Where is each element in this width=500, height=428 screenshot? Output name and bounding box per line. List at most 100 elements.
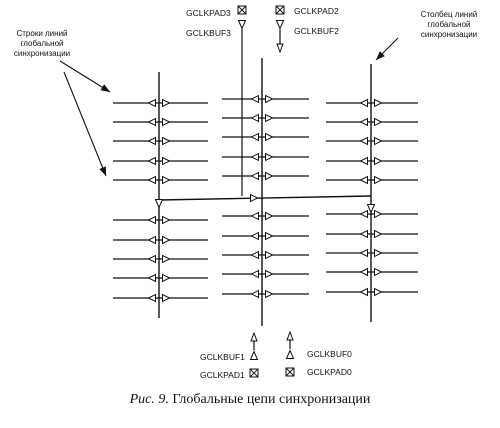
row-top-2-3-buffer-left — [359, 156, 368, 166]
row-top-0-4-buffer-right — [162, 175, 171, 185]
row-top-0-2-buffer-right — [162, 136, 171, 146]
row-bottom-1-2-buffer-left — [250, 250, 259, 260]
row-bottom-0-1-buffer-left — [147, 235, 156, 245]
row-top-1-1-buffer-right — [265, 113, 274, 123]
row-bottom-1-4-buffer-left — [250, 289, 259, 299]
row-bottom-0-1-buffer-right — [162, 235, 171, 245]
row-top-1-4-buffer-right — [265, 171, 274, 181]
rows-pointer-upper-head — [100, 84, 110, 92]
annotation-rows: Строки линий глобальной синхронизации — [2, 29, 82, 59]
row-bottom-2-0-buffer-right — [374, 209, 383, 219]
row-bottom-0-3-buffer-right — [162, 273, 171, 283]
annotation-column-line-1: Столбец линий — [420, 10, 478, 19]
row-top-0-0-buffer-left — [147, 98, 156, 108]
row-bottom-0-4-buffer-left — [147, 293, 156, 303]
row-top-2-0-buffer-right — [374, 98, 383, 108]
gclkpad1-pad-icon-cross-b — [249, 368, 259, 378]
row-bottom-2-2-buffer-right — [374, 248, 383, 258]
row-top-2-3-buffer-right — [374, 156, 383, 166]
row-bottom-1-4-buffer-right — [265, 289, 274, 299]
label-gclkpad2: GCLKPAD2 — [294, 6, 339, 16]
label-gclkbuf3: GCLKBUF3 — [186, 28, 231, 38]
row-top-2-1-buffer-left — [359, 117, 368, 127]
row-bottom-2-4-buffer-left — [359, 287, 368, 297]
backbone-line — [158, 195, 372, 201]
row-bottom-2-1-buffer-right — [374, 229, 383, 239]
row-bottom-1-1-buffer-right — [265, 231, 274, 241]
gclk2-arrow-icon — [276, 43, 284, 54]
annotation-rows-line-3: синхронизации — [13, 49, 71, 58]
gclkpad0-pad-icon-cross-b — [285, 367, 295, 377]
row-top-0-3-buffer-left — [147, 156, 156, 166]
row-top-1-2-buffer-right — [265, 132, 274, 142]
label-gclkbuf0: GCLKBUF0 — [307, 349, 352, 359]
row-top-1-0-buffer-right — [265, 94, 274, 104]
column-pointer-head — [376, 51, 385, 60]
row-bottom-1-2-buffer-right — [265, 250, 274, 260]
gclkpad2-pad-icon-cross-b — [275, 5, 285, 15]
backbone-buffer-left — [154, 199, 164, 209]
row-bottom-0-4-buffer-right — [162, 293, 171, 303]
row-bottom-2-3-buffer-left — [359, 267, 368, 277]
row-bottom-2-1-buffer-left — [359, 229, 368, 239]
annotation-column: Столбец линий глобальной синхронизации — [404, 10, 494, 40]
row-top-2-0-buffer-left — [359, 98, 368, 108]
annotation-column-line-2: глобальной — [427, 20, 471, 29]
gclkbuf2-buffer-icon — [275, 20, 285, 30]
caption-text: Глобальные цепи синхронизации — [172, 392, 371, 407]
gclkpad3-pad-icon-cross-b — [237, 5, 247, 15]
row-bottom-1-1-buffer-left — [250, 231, 259, 241]
row-bottom-2-3-buffer-right — [374, 267, 383, 277]
row-bottom-1-3-buffer-right — [265, 269, 274, 279]
row-top-2-1-buffer-right — [374, 117, 383, 127]
row-bottom-0-2-buffer-right — [162, 254, 171, 264]
rows-pointer-upper — [59, 60, 111, 93]
row-top-1-0-buffer-left — [250, 94, 259, 104]
row-top-1-3-buffer-left — [250, 152, 259, 162]
row-top-1-2-buffer-left — [250, 132, 259, 142]
label-gclkpad3: GCLKPAD3 — [186, 8, 231, 18]
row-bottom-0-0-buffer-left — [147, 215, 156, 225]
row-bottom-2-4-buffer-right — [374, 287, 383, 297]
annotation-rows-line-2: глобальной — [20, 39, 64, 48]
annotation-rows-line-1: Строки линий — [16, 29, 68, 38]
row-bottom-1-0-buffer-right — [265, 211, 274, 221]
gclkbuf1-buffer-icon — [249, 350, 259, 360]
backbone-buffer-right — [366, 204, 376, 214]
caption-prefix: Рис. 9. — [129, 392, 169, 407]
label-gclkpad0: GCLKPAD0 — [307, 367, 352, 377]
row-top-0-4-buffer-left — [147, 175, 156, 185]
label-gclkbuf2: GCLKBUF2 — [294, 26, 339, 36]
row-top-1-4-buffer-left — [250, 171, 259, 181]
label-gclkpad1: GCLKPAD1 — [200, 370, 245, 380]
gclkbuf0-buffer-icon — [285, 349, 295, 359]
rows-pointer-lower — [63, 71, 107, 177]
row-top-0-0-buffer-right — [162, 98, 171, 108]
row-bottom-0-2-buffer-left — [147, 254, 156, 264]
row-bottom-1-0-buffer-left — [250, 211, 259, 221]
row-top-0-2-buffer-left — [147, 136, 156, 146]
backbone-buffer-center — [250, 193, 259, 203]
gclkbuf3-buffer-icon — [237, 20, 247, 30]
row-bottom-0-3-buffer-left — [147, 273, 156, 283]
row-top-1-3-buffer-right — [265, 152, 274, 162]
row-top-0-1-buffer-right — [162, 117, 171, 127]
row-top-0-3-buffer-right — [162, 156, 171, 166]
label-gclkbuf1: GCLKBUF1 — [200, 352, 245, 362]
row-top-2-4-buffer-left — [359, 175, 368, 185]
figure-caption: Рис. 9. Глобальные цепи синхронизации — [0, 392, 500, 408]
row-bottom-0-0-buffer-right — [162, 215, 171, 225]
row-top-2-4-buffer-right — [374, 175, 383, 185]
row-bottom-2-0-buffer-left — [359, 209, 368, 219]
row-top-2-2-buffer-right — [374, 136, 383, 146]
row-top-1-1-buffer-left — [250, 113, 259, 123]
rows-pointer-lower-head — [99, 166, 106, 176]
row-bottom-2-2-buffer-left — [359, 248, 368, 258]
row-bottom-1-3-buffer-left — [250, 269, 259, 279]
gclk1-arrow-icon — [250, 331, 258, 342]
gclk0-arrow-icon — [286, 330, 294, 341]
annotation-column-line-3: синхронизации — [420, 30, 478, 39]
row-top-2-2-buffer-left — [359, 136, 368, 146]
